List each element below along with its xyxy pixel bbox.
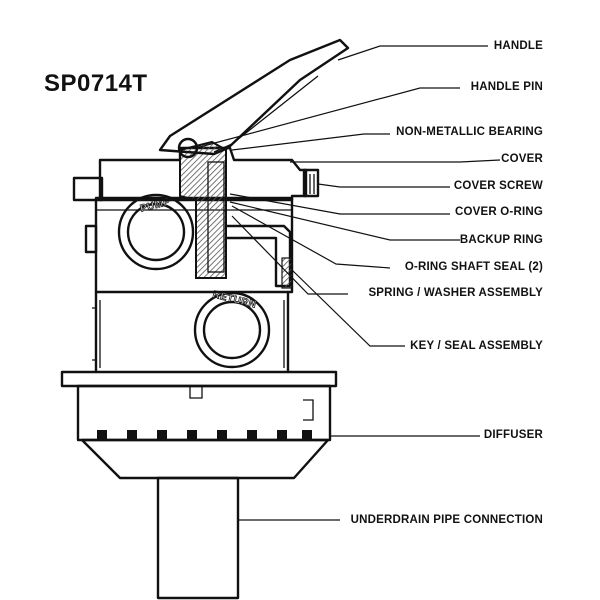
model-title: SP0714T: [44, 70, 148, 97]
callout-cover: COVER: [501, 153, 543, 165]
callout-spring-washer-assembly: SPRING / WASHER ASSEMBLY: [368, 287, 543, 299]
callout-cover-screw: COVER SCREW: [453, 180, 543, 192]
valve-shaft: [179, 140, 293, 289]
callout-backup-ring: BACKUP RING: [459, 234, 543, 246]
callout-handle: HANDLE: [493, 40, 543, 52]
diffuser-funnel: [80, 438, 330, 480]
callout-cover-o-ring: COVER O-RING: [454, 206, 543, 218]
pump-port: [117, 193, 195, 271]
leader-lines: [195, 45, 501, 521]
underdrain-pipe: [156, 476, 240, 600]
mounting-flange: [60, 370, 338, 388]
callout-diffuser: DIFFUSER: [483, 429, 543, 441]
lower-body: [92, 290, 290, 374]
diffuser: [76, 384, 332, 442]
callout-underdrain-pipe-connection: UNDERDRAIN PIPE CONNECTION: [350, 514, 543, 526]
callout-key-seal-assembly: KEY / SEAL ASSEMBLY: [410, 340, 543, 352]
callout-handle-pin: HANDLE PIN: [470, 81, 543, 93]
callout-o-ring-shaft-seal: O-RING SHAFT SEAL (2): [404, 261, 543, 273]
callout-non-metallic-bearing: NON-METALLIC BEARING: [396, 126, 543, 138]
